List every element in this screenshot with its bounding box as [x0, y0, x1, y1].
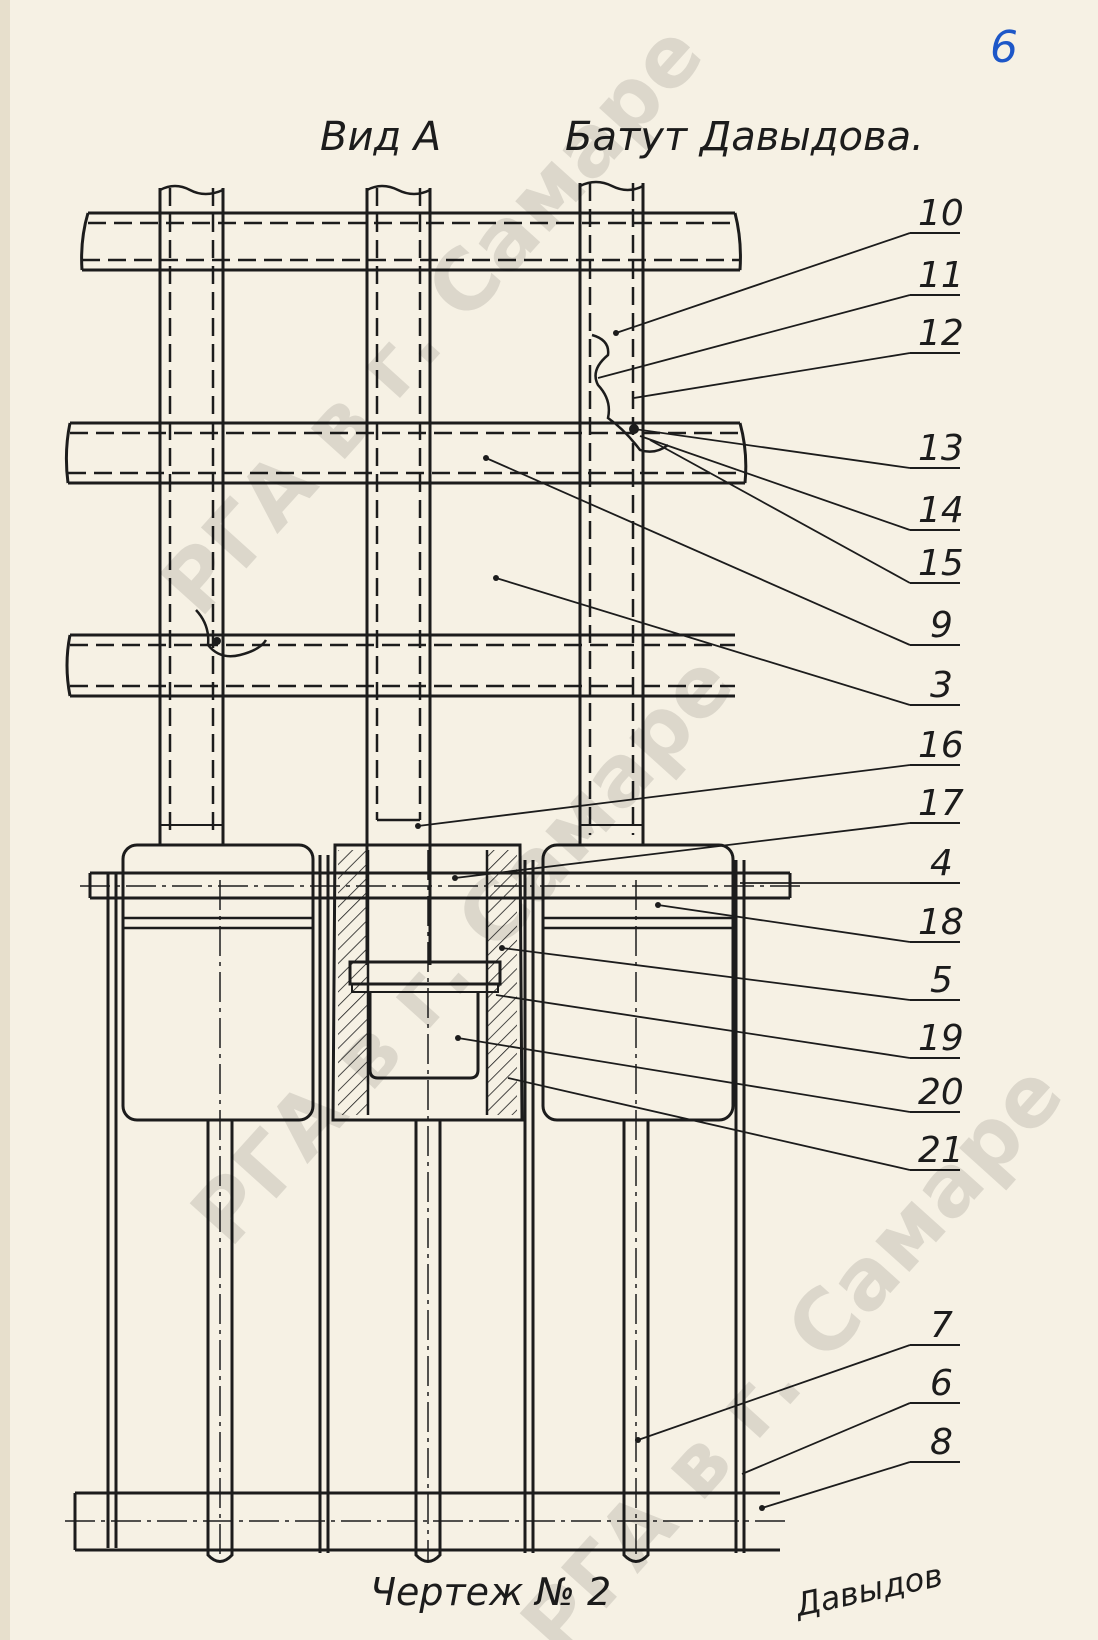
axle: [80, 871, 800, 900]
rail-middle: [64, 421, 748, 485]
callout-19: 19: [918, 1018, 964, 1059]
horizontal-rails: [64, 211, 790, 1552]
callout-3: 3: [930, 665, 953, 706]
callout-5: 5: [930, 960, 953, 1001]
page-number: 6: [990, 22, 1018, 73]
callout-20: 20: [918, 1072, 964, 1113]
rail-top: [80, 211, 742, 272]
drawing-number: Чертеж № 2: [370, 1570, 611, 1614]
frame-wires: [106, 855, 746, 1553]
callout-9: 9: [930, 605, 953, 646]
svg-text:РГА в г. Самаре: РГА в г. Самаре: [502, 1045, 1082, 1640]
svg-text:РГА в г. Самаре: РГА в г. Самаре: [172, 635, 752, 1264]
breakout-sections: [195, 333, 669, 658]
view-label: Вид А: [320, 114, 441, 160]
weld-point: [213, 637, 221, 645]
callout-labels: 10 11 12 13 14 15 9 3 16 17 4 18 5 19 20…: [918, 193, 964, 1463]
callout-16: 16: [918, 725, 964, 766]
callout-7: 7: [930, 1305, 953, 1346]
leader-dots: [415, 330, 765, 1511]
callout-shelves: [910, 232, 960, 1463]
callout-4: 4: [930, 843, 953, 884]
drawing-title: Батут Давыдова.: [565, 114, 924, 160]
callout-15: 15: [918, 543, 964, 584]
callout-17: 17: [918, 783, 964, 824]
svg-text:РГА в г. Самаре: РГА в г. Самаре: [142, 5, 722, 634]
callout-8: 8: [930, 1422, 953, 1463]
support-rods: [206, 1120, 650, 1563]
post-right: [578, 180, 645, 845]
vertical-posts: [158, 180, 645, 965]
paper-edge: [0, 0, 10, 1640]
callout-18: 18: [918, 902, 964, 943]
leader-lines: [417, 232, 911, 1509]
callout-21: 21: [918, 1130, 964, 1171]
central-housing: [331, 843, 524, 1560]
callout-10: 10: [918, 193, 964, 234]
post-middle: [365, 184, 432, 965]
rail-lower: [65, 633, 735, 698]
callout-12: 12: [918, 313, 964, 354]
roller-right: [541, 843, 735, 1560]
callout-14: 14: [918, 490, 964, 531]
post-left: [158, 184, 225, 845]
roller-left: [121, 843, 315, 1560]
callout-11: 11: [918, 255, 964, 296]
signature: Давыдов: [790, 1556, 946, 1625]
callout-13: 13: [918, 428, 964, 469]
callout-6: 6: [930, 1363, 953, 1404]
